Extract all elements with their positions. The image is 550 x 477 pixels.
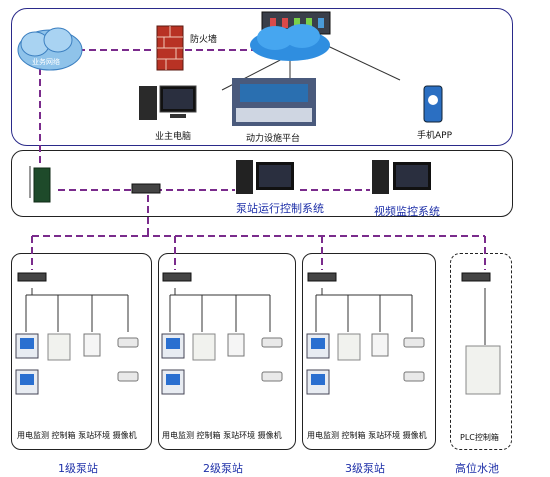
dashed-links [31,49,486,270]
pump-control-pc-icon [236,160,294,194]
firewall-icon [156,25,184,71]
station-3-devices: 用电监测 控制箱 泵站环境 摄像机 [307,431,427,440]
station-panel-2 [158,253,296,450]
owner-pc-label: 业主电脑 [155,132,192,142]
core-switch-icon [131,183,161,194]
station-panel-reservoir [450,253,512,450]
station-2-devices: 用电监测 控制箱 泵站环境 摄像机 [162,431,282,440]
power-platform-label: 动力设施平台 [246,134,301,144]
business-network-cloud [17,27,83,71]
business-network-label: 业务网络 [32,58,60,66]
owner-pc-icon [139,85,197,120]
control-layer-panel [11,150,513,217]
station-panel-3 [302,253,436,450]
gateway-device-icon [29,166,51,203]
cloud-layer-panel [11,8,513,146]
reservoir-devices: PLC控制箱 [460,433,499,442]
reservoir-name: 高位水池 [455,462,499,475]
station-1-devices: 用电监测 控制箱 泵站环境 摄像机 [17,431,137,440]
video-monitor-pc-icon [372,160,431,194]
pump-control-system-label: 泵站运行控制系统 [236,202,324,215]
station-equipment [15,272,501,395]
control-room-image [232,78,316,126]
mobile-app-label: 手机APP [417,131,453,141]
main-cloud-icon [250,24,330,61]
video-monitor-system-label: 视频监控系统 [374,205,440,218]
station-2-name: 2级泵站 [203,462,243,475]
station-1-name: 1级泵站 [58,462,98,475]
firewall-label: 防火墙 [190,35,218,45]
station-3-name: 3级泵站 [345,462,385,475]
phone-icon [423,85,443,123]
station-panel-1 [11,253,152,450]
